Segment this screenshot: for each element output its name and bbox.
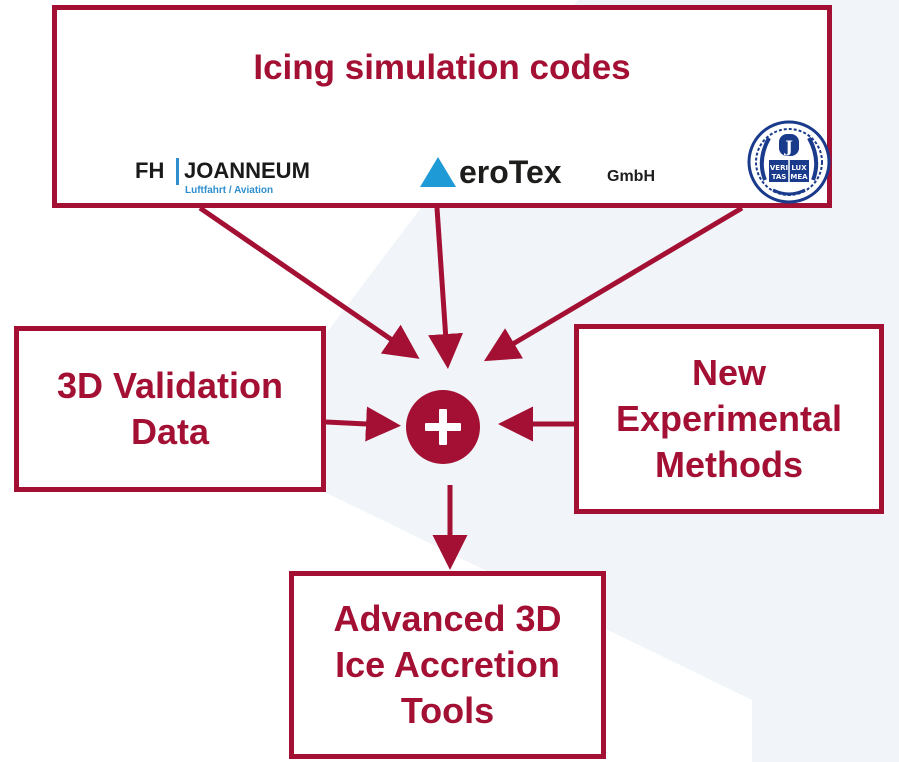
icing-codes-title: Icing simulation codes (253, 48, 631, 87)
arrow-from-left (325, 406, 401, 442)
validation-data-box: 3D Validation Data (14, 326, 326, 492)
university-seal-logo: J VERI TAS LUX MEA (747, 120, 831, 204)
experimental-methods-line-3: Methods (655, 444, 803, 486)
arrow-top-left (198, 205, 420, 359)
arrow-top-right (483, 205, 744, 362)
svg-text:TAS: TAS (772, 173, 787, 181)
experimental-methods-line-2: Experimental (615, 397, 843, 439)
experimental-methods-line-1: New (691, 351, 767, 393)
svg-text:J: J (783, 137, 793, 156)
icing-codes-box: Icing simulation codes FH JOANNEUM Luftf… (52, 5, 832, 208)
ice-accretion-line-3: Tools (400, 690, 495, 732)
aerotex-gmbh-text: GmbH (607, 168, 655, 185)
ice-accretion-line-1: Advanced 3D (333, 597, 562, 639)
validation-data-line-2: Data (130, 411, 210, 452)
fh-logo-divider (176, 158, 179, 185)
svg-text:VERI: VERI (770, 164, 788, 172)
fh-joanneum-logo: FH JOANNEUM Luftfahrt / Aviation (135, 156, 375, 200)
ice-accretion-line-2: Ice Accretion (335, 643, 560, 685)
plus-icon (406, 390, 480, 464)
aerotex-logo: eroTex GmbH (420, 152, 690, 196)
svg-text:MEA: MEA (790, 173, 808, 181)
joanneum-logo-text: JOANNEUM (184, 158, 310, 183)
validation-data-line-1: 3D Validation (56, 364, 284, 406)
experimental-methods-box: New Experimental Methods (574, 324, 884, 514)
aerotex-triangle-icon (420, 157, 456, 187)
arrow-top-center (428, 207, 464, 369)
svg-text:LUX: LUX (791, 164, 807, 172)
aerotex-logo-text: eroTex (459, 154, 562, 190)
fh-logo-text: FH (135, 158, 165, 183)
ice-accretion-tools-box: Advanced 3D Ice Accretion Tools (289, 571, 606, 759)
fh-logo-subtitle: Luftfahrt / Aviation (185, 185, 274, 196)
plus-vertical-bar (439, 409, 447, 445)
